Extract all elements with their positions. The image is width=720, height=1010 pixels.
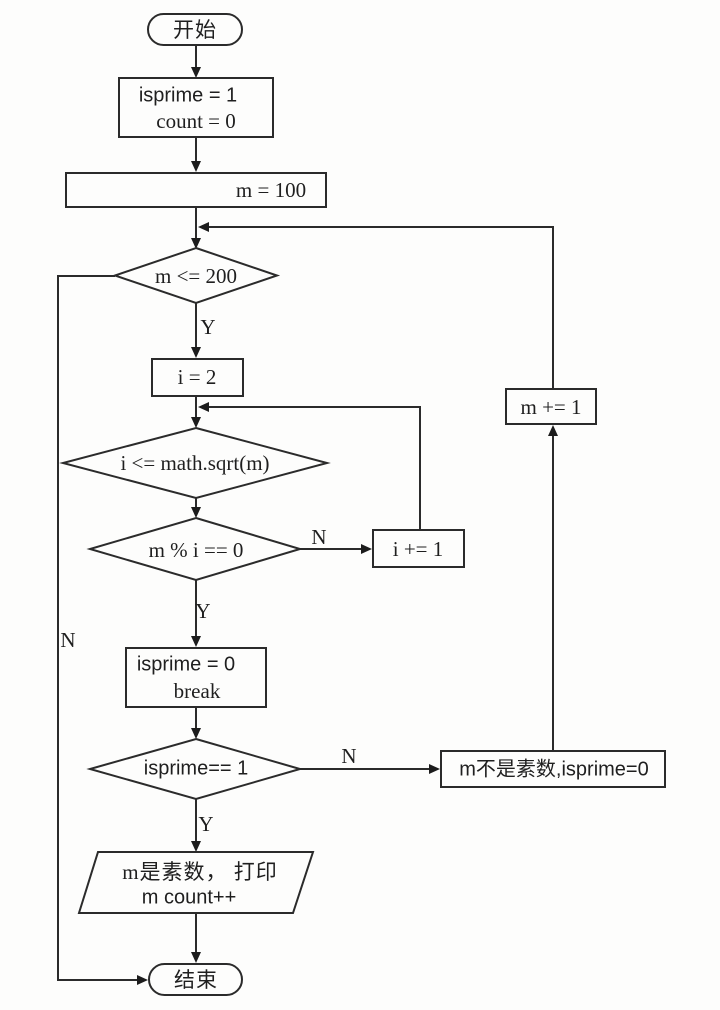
m100-label: m = 100 (235, 177, 307, 202)
arrow-loopback-m (198, 222, 209, 232)
arrow-into-inci (361, 544, 372, 554)
arrow-into-print (191, 841, 201, 852)
edge-incm-loopback (207, 226, 554, 388)
set0-line1: isprime = 0 (136, 653, 236, 676)
arrow-into-notprime (429, 764, 440, 774)
decision-i-le-sqrt (59, 426, 331, 500)
arrow-into-end-left (137, 975, 148, 985)
decision-m-le-200 (111, 246, 281, 305)
process-init (118, 77, 274, 138)
label-condmod-yes: Y (195, 598, 211, 623)
process-inc-m (505, 388, 597, 425)
arrow-loopback-i (198, 402, 209, 412)
decision-m-mod-i (86, 516, 304, 582)
not-prime-label: m不是素数,isprime=0 (459, 758, 649, 781)
init-line1: isprime = 1 (138, 84, 238, 107)
io-print-prime (77, 851, 315, 914)
process-inc-i (372, 529, 465, 568)
cond-sqrt-label: i <= math.sqrt(m) (120, 450, 270, 475)
inc-m-label: m += 1 (520, 394, 582, 419)
inc-i-label: i += 1 (392, 536, 444, 561)
cond-isprime-label: isprime== 1 (143, 757, 249, 780)
i2-label: i = 2 (177, 364, 217, 389)
label-condisprime-no: N (341, 743, 357, 768)
decision-isprime-eq-1 (86, 737, 304, 801)
start-terminator (147, 13, 243, 46)
arrow-into-condsqrt (191, 417, 201, 428)
process-i2 (151, 358, 244, 397)
print-line1: m是素数， 打印 (122, 859, 278, 884)
init-line2: count = 0 (156, 108, 236, 133)
set0-line2: break (173, 678, 221, 703)
arrow-into-end (191, 952, 201, 963)
arrow-into-condmod (191, 507, 201, 518)
arrow-into-m100 (191, 161, 201, 172)
label-condisprime-yes: Y (198, 811, 214, 836)
cond-m-label: m <= 200 (154, 263, 238, 288)
edge-inci-loopback (207, 406, 421, 529)
process-set0 (125, 647, 267, 708)
end-label: 结束 (174, 967, 218, 992)
label-condmod-no: N (311, 524, 327, 549)
arrow-into-condm (191, 238, 201, 249)
cond-mod-label: m % i == 0 (148, 537, 244, 562)
start-label: 开始 (173, 17, 217, 42)
arrow-into-init (191, 67, 201, 78)
process-m100 (65, 172, 327, 208)
process-not-prime (440, 750, 666, 788)
arrow-into-set0 (191, 636, 201, 647)
label-condm-no: N (60, 627, 76, 652)
edge-condm-no-bypass (57, 275, 139, 981)
arrow-into-incm (548, 425, 558, 436)
end-terminator (148, 963, 243, 996)
print-line2: m count++ (141, 886, 237, 909)
arrow-into-condisprime (191, 728, 201, 739)
arrow-into-i2 (191, 347, 201, 358)
label-condm-yes: Y (200, 314, 216, 339)
